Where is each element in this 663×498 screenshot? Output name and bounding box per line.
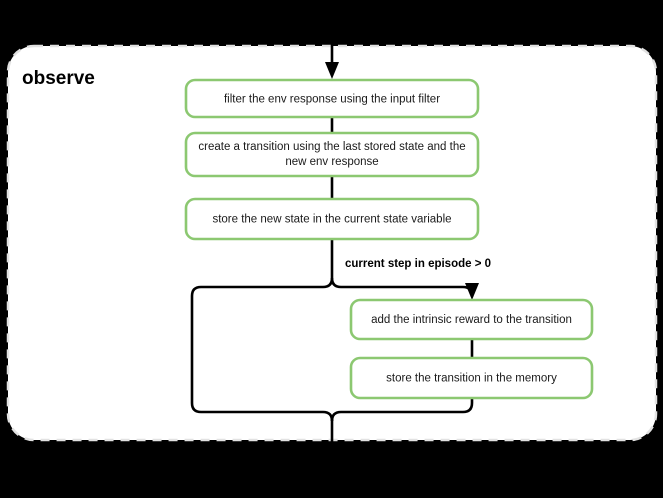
group-title-observe: observe <box>22 68 95 89</box>
node-add-intrinsic-reward[interactable] <box>349 298 594 341</box>
node-store-transition-memory-label: store the transition in the memory <box>386 373 557 385</box>
node-create-transition-label-line1: create a transition using the last store… <box>198 141 465 153</box>
node-add-intrinsic-reward-label: add the intrinsic reward to the transiti… <box>371 314 572 326</box>
edge-entry-arrowhead <box>325 62 339 79</box>
edge-n5-merge <box>330 398 474 422</box>
node-create-transition-label-line2: new env response <box>285 156 378 168</box>
edge-branch-bypass <box>190 277 334 422</box>
node-store-transition-memory[interactable] <box>349 356 594 400</box>
node-filter-env-response-label: filter the env response using the input … <box>224 94 440 106</box>
node-filter-env-response[interactable] <box>184 78 480 119</box>
edge-label-current-step-condition: current step in episode > 0 <box>345 258 491 270</box>
node-create-transition[interactable] <box>184 131 480 178</box>
node-store-new-state[interactable] <box>184 197 480 241</box>
edge-branch-condition-arrowhead <box>465 283 479 300</box>
node-store-new-state-label: store the new state in the current state… <box>212 214 451 226</box>
